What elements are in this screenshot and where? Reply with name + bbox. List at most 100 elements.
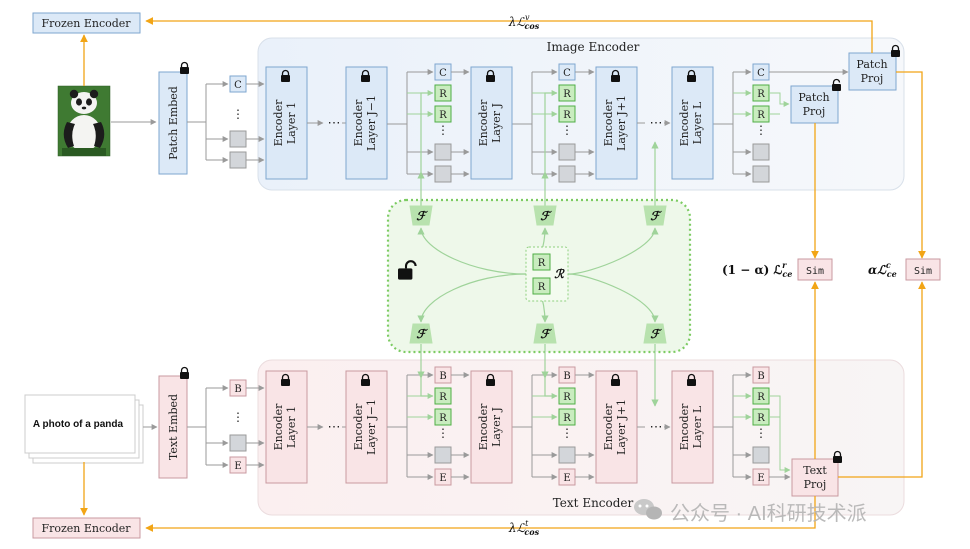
frozen-encoder-bottom-label: Frozen Encoder <box>41 522 131 535</box>
f-to-register <box>420 92 433 172</box>
lock-icon <box>611 69 620 82</box>
register-token-2-label: R <box>538 282 546 293</box>
text-encoder-layer-l[interactable] <box>671 370 714 484</box>
lock-icon <box>486 373 495 386</box>
top-token-col-1: CRR⋮ <box>434 63 452 183</box>
image-encoder-layer-j-minus-1-label: EncoderLayer J−1 <box>352 95 378 151</box>
frozen-encoder-top-label: Frozen Encoder <box>41 17 131 30</box>
register-curve-up <box>417 227 527 275</box>
sim-register[interactable] <box>797 258 833 281</box>
image-encoder-layer-j[interactable] <box>470 66 513 180</box>
lock-icon <box>891 44 900 57</box>
sim-cls[interactable] <box>905 258 941 281</box>
register-curve-down <box>417 273 527 323</box>
top-token-col-3-patch-token <box>752 143 770 161</box>
top-token-col-2-first-token-label: C <box>563 68 571 79</box>
vdots: ⋮ <box>561 426 573 440</box>
f-to-register <box>544 92 557 172</box>
image-encoder-layer-1[interactable] <box>265 66 308 180</box>
patch-embed-label: Patch Embed <box>167 86 180 160</box>
top-token-col-1-patch-token-2 <box>434 165 452 183</box>
bottom-token-col-2-last-token-label: E <box>563 473 570 484</box>
register-token-1 <box>532 253 551 271</box>
text-encoder-layer-l-label: EncoderLayer L <box>678 403 704 450</box>
text-encoder-layer-1-label: EncoderLayer 1 <box>272 403 298 450</box>
unlock-icon <box>398 260 417 280</box>
f-module-bottom-3[interactable]: ℱ <box>643 323 667 344</box>
f-module-top-2[interactable]: ℱ <box>533 205 557 226</box>
lock-icon <box>833 450 842 463</box>
ellipsis: ⋯ <box>650 116 663 131</box>
loss-connectors <box>145 17 926 532</box>
top-token-col-2-patch-token <box>558 143 576 161</box>
top-token-col-1-register-token-2 <box>434 105 452 123</box>
ellipsis: ⋯ <box>650 420 663 435</box>
f-module-bottom-2[interactable]: ℱ <box>533 323 557 344</box>
register-token-2 <box>532 277 551 295</box>
register-curve-down <box>567 273 659 323</box>
bottom-token-col-2-patch-token <box>558 446 576 464</box>
watermark-text: 公众号 · AI科研技术派 <box>670 502 867 525</box>
reg-to-proj <box>769 395 791 473</box>
f-module-shape <box>643 323 667 344</box>
image-encoder-layer-j-label: EncoderLayer J <box>477 99 503 146</box>
top-token-col-2-register-token-1 <box>558 84 576 102</box>
lock-icon <box>361 69 370 82</box>
lock-icon <box>180 61 189 74</box>
f-module-label: ℱ <box>650 327 662 341</box>
top-token-col-2-register-token-2 <box>558 105 576 123</box>
sim-cls-label: Sim <box>914 266 932 277</box>
ellipsis: ⋯ <box>328 116 341 131</box>
text-encoder-panel <box>257 359 905 516</box>
patch-embed-fanout <box>187 81 229 163</box>
bottom-token-col-1-register-token-2-label: R <box>439 413 447 424</box>
panda-image <box>57 85 111 157</box>
sim-register-label: Sim <box>806 266 824 277</box>
bottom-token-col-3-register-token-1-label: R <box>757 392 765 403</box>
patch-proj-mid[interactable] <box>790 85 839 124</box>
top-token-col-1-first-token-label: C <box>439 68 447 79</box>
top-token-col-2-patch-token-2 <box>558 165 576 183</box>
image-encoder-title: Image Encoder <box>547 40 640 54</box>
image-encoder-layer-j-plus-1-label: EncoderLayer J+1 <box>602 95 628 151</box>
register-curve-up <box>567 227 659 275</box>
top-token-col-1-patch-token <box>434 143 452 161</box>
f-module-top-3[interactable]: ℱ <box>643 205 667 226</box>
f-module-shape <box>409 205 433 226</box>
bottom-token-col-3-first-token <box>752 366 770 384</box>
vdots: ⋮ <box>755 426 767 440</box>
reg-to-proj <box>769 92 790 107</box>
text-encoder-layer-j-minus-1[interactable] <box>345 370 388 484</box>
vdots: ⋮ <box>437 426 449 440</box>
image-encoder-layer-l[interactable] <box>671 66 714 180</box>
bottom-token-col-3: BRR⋮E <box>752 366 770 486</box>
text-embed[interactable] <box>158 375 188 479</box>
frozen-encoder-bottom[interactable] <box>32 517 141 539</box>
image-encoder-layer-j-plus-1[interactable] <box>595 66 638 180</box>
text-encoder-layer-1[interactable] <box>265 370 308 484</box>
f-module-bottom-1[interactable]: ℱ <box>409 323 433 344</box>
vdots: ⋮ <box>437 123 449 137</box>
text-embed-fanout <box>187 385 229 468</box>
bottom-token-col-3-register-token-2-label: R <box>757 413 765 424</box>
image-encoder-layer-j-minus-1[interactable] <box>345 66 388 180</box>
bottom-token-col-3-patch-token <box>752 446 770 464</box>
top-token-col-3-register-token-2-label: R <box>757 110 765 121</box>
image-encoder-layer-l-label: EncoderLayer L <box>678 99 704 146</box>
top-token-col-3-patch-token-2 <box>752 165 770 183</box>
text-encoder-layer-j-plus-1-label: EncoderLayer J+1 <box>602 399 628 455</box>
f-module-top-1[interactable]: ℱ <box>409 205 433 226</box>
bottom-token-col-1: BRR⋮E <box>434 366 452 486</box>
top-token-col-3: CRR⋮ <box>752 63 770 183</box>
token-eos-bottom-0-label: E <box>234 461 241 472</box>
watermark: 公众号 · AI科研技术派 <box>634 499 867 525</box>
lock-icon <box>486 69 495 82</box>
frozen-encoder-top[interactable] <box>32 12 141 34</box>
patch-embed[interactable] <box>158 71 188 175</box>
text-encoder-layer-j[interactable] <box>470 370 513 484</box>
text-encoder-layer-j-plus-1[interactable] <box>595 370 638 484</box>
